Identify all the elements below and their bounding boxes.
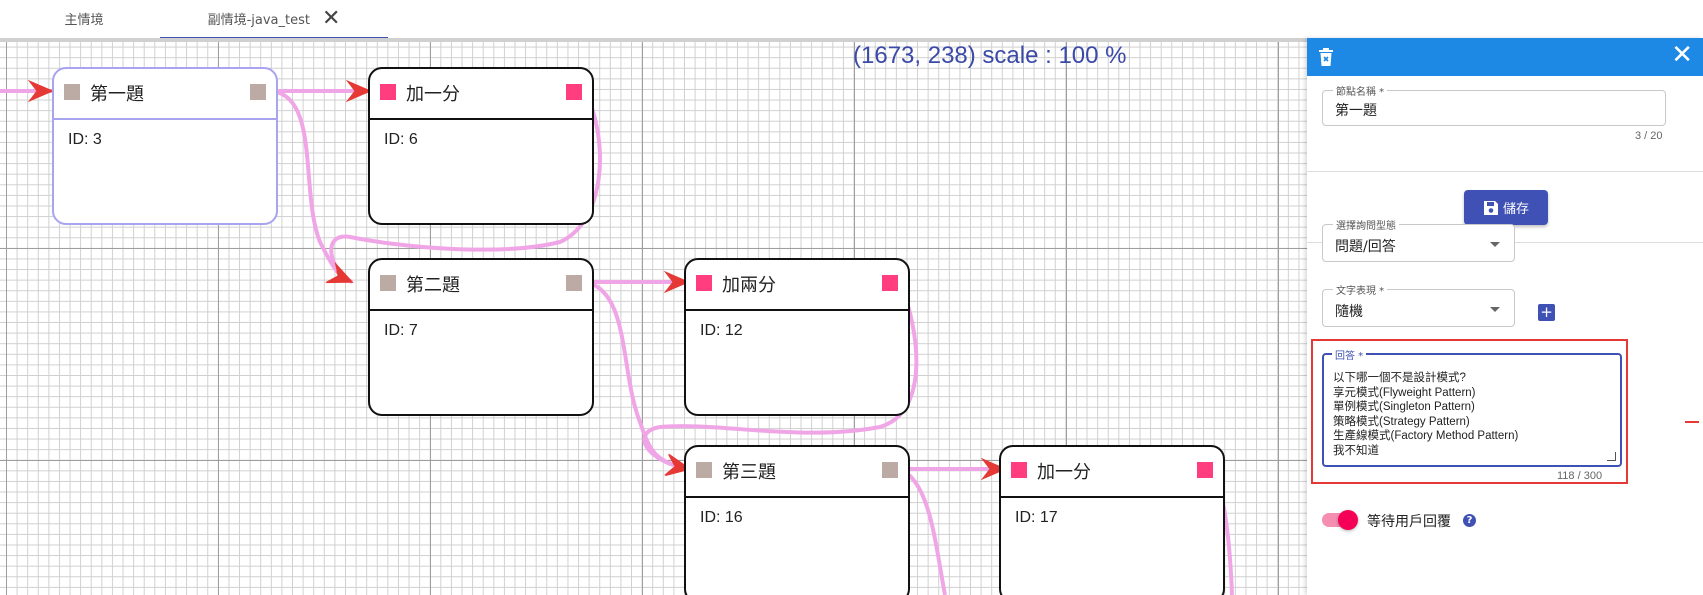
node-id: ID: 12 [700,322,743,339]
tab-main-scenario[interactable]: 主情境 [20,0,160,37]
node-header: 第一題 [54,69,276,120]
save-button[interactable]: 儲存 [1464,190,1548,225]
edge-q2-to-q3 [585,280,692,476]
flow-node[interactable]: 加兩分 ID: 12 [684,258,910,416]
tab-bar: 主情境 副情境-java_test ✕ [0,0,1703,39]
answer-field[interactable]: 回答 * 以下哪一個不是設計模式? 享元模式(Flyweight Pattern… [1322,347,1622,467]
node-input-port[interactable] [64,84,80,100]
tab-label: 主情境 [64,13,104,28]
node-title: 第二題 [406,275,460,296]
resize-handle-icon[interactable] [1607,452,1616,461]
node-input-port[interactable] [696,275,712,291]
node-output-port[interactable] [566,275,582,291]
delete-icon[interactable] [1317,47,1335,67]
edge-plus1-to-q2 [325,90,602,284]
toggle-knob [1338,510,1358,530]
node-id: ID: 3 [68,131,102,148]
field-label: 文字表現 * [1333,282,1388,297]
node-output-port[interactable] [566,84,582,100]
panel-header: ✕ [1307,38,1703,76]
tab-divider [0,38,1307,42]
node-output-port[interactable] [882,462,898,478]
node-output-port[interactable] [882,275,898,291]
answer-textarea[interactable]: 以下哪一個不是設計模式? 享元模式(Flyweight Pattern) 單例模… [1333,372,1519,457]
add-expression-button[interactable]: + [1538,304,1555,321]
node-header: 加一分 [1001,447,1223,498]
dropdown-arrow-icon [1490,242,1500,247]
edge-q1-to-q2 [271,89,354,284]
close-icon[interactable]: ✕ [1671,40,1693,70]
flow-node[interactable]: 加一分 ID: 6 [368,67,594,225]
edge-plus2-to-q3 [642,281,919,477]
text-expression-select[interactable]: 文字表現 * 隨機 [1322,282,1515,327]
node-input-port[interactable] [696,462,712,478]
node-input-port[interactable] [380,275,396,291]
help-icon[interactable]: ? [1463,514,1476,527]
dropdown-arrow-icon [1490,307,1500,312]
query-type-select[interactable]: 選擇詢問型態 問題/回答 [1322,217,1515,262]
field-label: 節點名稱 * [1333,83,1388,98]
close-tab-icon[interactable]: ✕ [321,5,341,31]
flow-node[interactable]: 第一題 ID: 3 [52,67,278,225]
flow-canvas[interactable]: (1673, 238) scale : 100 % 第一題 ID: 3 加一分 … [0,42,1307,595]
node-id: ID: 6 [384,131,418,148]
save-icon [1483,200,1498,215]
node-title: 加兩分 [722,275,776,296]
field-label: 回答 * [1332,347,1367,362]
name-char-counter: 3 / 20 [1635,130,1663,142]
node-output-port[interactable] [1197,462,1213,478]
field-label: 選擇詢問型態 [1333,217,1399,232]
answer-highlight-box [1311,339,1628,484]
node-name-input[interactable]: 第一題 [1335,103,1377,119]
node-title: 加一分 [406,84,460,105]
flow-node[interactable]: 加一分 ID: 17 [999,445,1225,595]
node-input-port[interactable] [380,84,396,100]
edge-layer [0,79,1234,595]
node-title: 第三題 [722,462,776,483]
node-header: 加兩分 [686,260,908,311]
flow-node[interactable]: 第二題 ID: 7 [368,258,594,416]
node-header: 第三題 [686,447,908,498]
flow-node[interactable]: 第三題 ID: 16 [684,445,910,595]
node-title: 加一分 [1037,462,1091,483]
tab-sub-scenario[interactable]: 副情境-java_test ✕ [160,0,388,39]
tab-label: 副情境-java_test [207,13,310,28]
node-title: 第一題 [90,84,144,105]
node-header: 第二題 [370,260,592,311]
node-input-port[interactable] [1011,462,1027,478]
node-id: ID: 16 [700,509,743,526]
divider [1307,171,1703,172]
answer-char-counter: 118 / 300 [1557,470,1603,482]
node-name-field[interactable]: 節點名稱 * 第一題 [1322,83,1666,126]
wait-reply-toggle[interactable] [1322,510,1358,530]
node-id: ID: 7 [384,322,418,339]
save-label: 儲存 [1502,202,1529,217]
node-editor-panel: ✕ 節點名稱 * 第一題 3 / 20 儲存 選擇詢問型態 問題/回答 文字表現… [1307,38,1703,595]
node-id: ID: 17 [1015,509,1058,526]
wait-reply-label: 等待用戶回覆 [1367,514,1451,530]
text-expression-value: 隨機 [1335,304,1363,320]
canvas-status: (1673, 238) scale : 100 % [853,42,1127,69]
node-header: 加一分 [370,69,592,120]
node-output-port[interactable] [250,84,266,100]
query-type-value: 問題/回答 [1335,239,1396,255]
red-marker [1685,421,1699,423]
